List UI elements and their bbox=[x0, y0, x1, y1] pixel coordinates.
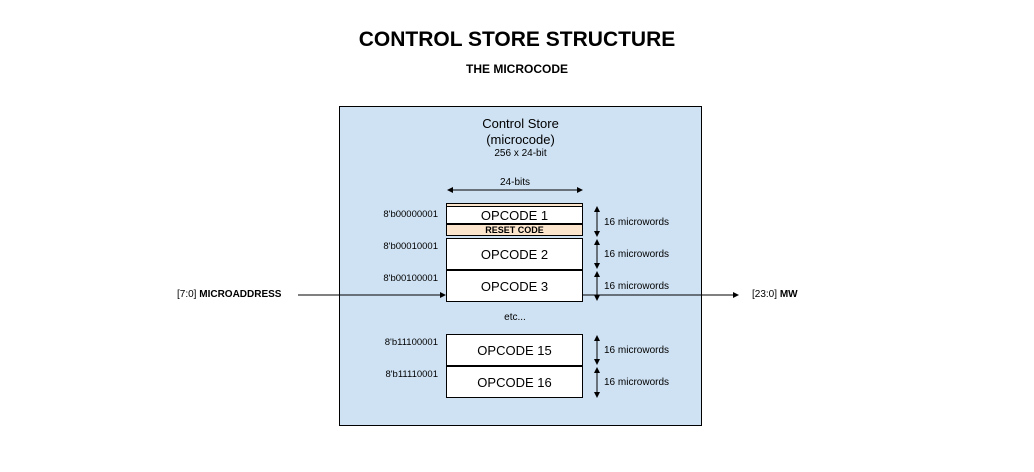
opcode-block-2: OPCODE 2 bbox=[446, 238, 583, 270]
opcode-label-16: OPCODE 16 bbox=[477, 375, 552, 390]
address-label-16: 8'b11110001 bbox=[385, 369, 438, 380]
input-range: [7:0] bbox=[177, 289, 197, 300]
opcode-label-1: OPCODE 1 bbox=[480, 208, 549, 223]
opcode-label-2: OPCODE 2 bbox=[480, 247, 549, 262]
output-name: MW bbox=[779, 289, 798, 300]
output-range: [23:0] bbox=[752, 289, 778, 300]
address-label-1: 8'b00000001 bbox=[383, 209, 438, 220]
output-label: [23:0] MW bbox=[752, 289, 798, 300]
diagram-subtitle: THE MICROCODE bbox=[466, 62, 568, 76]
microwords-label-15: 16 microwords bbox=[604, 345, 670, 356]
input-name: MICROADDRESS bbox=[199, 289, 282, 300]
opcode-block-16: OPCODE 16 bbox=[446, 366, 583, 398]
opcode-block-3: OPCODE 3 bbox=[446, 270, 583, 302]
reset-code-block: RESET CODE bbox=[446, 224, 583, 236]
microwords-label-16: 16 microwords bbox=[604, 377, 670, 388]
control-store-title-line1: Control Store bbox=[482, 116, 559, 131]
control-store-title: Control Store (microcode) bbox=[339, 116, 702, 148]
microwords-label-3: 16 microwords bbox=[604, 281, 670, 292]
diagram-title: CONTROL STORE STRUCTURE bbox=[358, 28, 676, 51]
control-store-size: 256 x 24-bit bbox=[494, 148, 547, 159]
opcode-block-15: OPCODE 15 bbox=[446, 334, 583, 366]
microwords-label-1: 16 microwords bbox=[604, 217, 670, 228]
microwords-label-2: 16 microwords bbox=[604, 249, 670, 260]
width-label: 24-bits bbox=[499, 177, 530, 188]
opcode-block-1: OPCODE 1 bbox=[446, 206, 583, 224]
etc-label: etc... bbox=[504, 312, 526, 323]
opcode-label-15: OPCODE 15 bbox=[477, 343, 552, 358]
address-label-3: 8'b00100001 bbox=[383, 273, 438, 284]
input-label: [7:0] MICROADDRESS bbox=[177, 289, 281, 300]
control-store-title-line2: (microcode) bbox=[486, 132, 555, 147]
address-label-2: 8'b00010001 bbox=[383, 241, 438, 252]
address-label-15: 8'b11100001 bbox=[384, 337, 438, 348]
reset-code-label: RESET CODE bbox=[485, 225, 544, 235]
opcode-label-3: OPCODE 3 bbox=[480, 279, 549, 294]
